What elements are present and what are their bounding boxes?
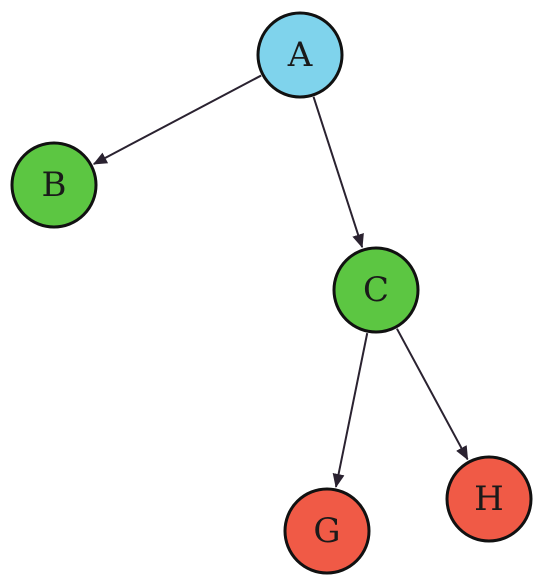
edge-c-g [332,332,369,488]
node-c-circle [332,246,420,334]
node-g-circle [283,487,371,575]
nodes-layer: A B C G H [10,11,533,575]
edge-a-c [312,96,364,249]
node-g: G [283,487,371,575]
node-c: C [332,246,420,334]
node-h-circle [445,455,533,543]
edges-layer [92,74,469,488]
edge-a-b [92,74,262,165]
node-a-label: A [287,35,313,75]
node-b-circle [10,141,98,229]
node-g-label: G [313,511,340,551]
node-a: A [256,11,344,99]
node-c-label: C [363,270,389,310]
node-b: B [10,141,98,229]
node-b-label: B [42,165,67,205]
edge-c-h [396,328,469,461]
node-h-label: H [474,479,504,519]
node-a-circle [256,11,344,99]
node-h: H [445,455,533,543]
